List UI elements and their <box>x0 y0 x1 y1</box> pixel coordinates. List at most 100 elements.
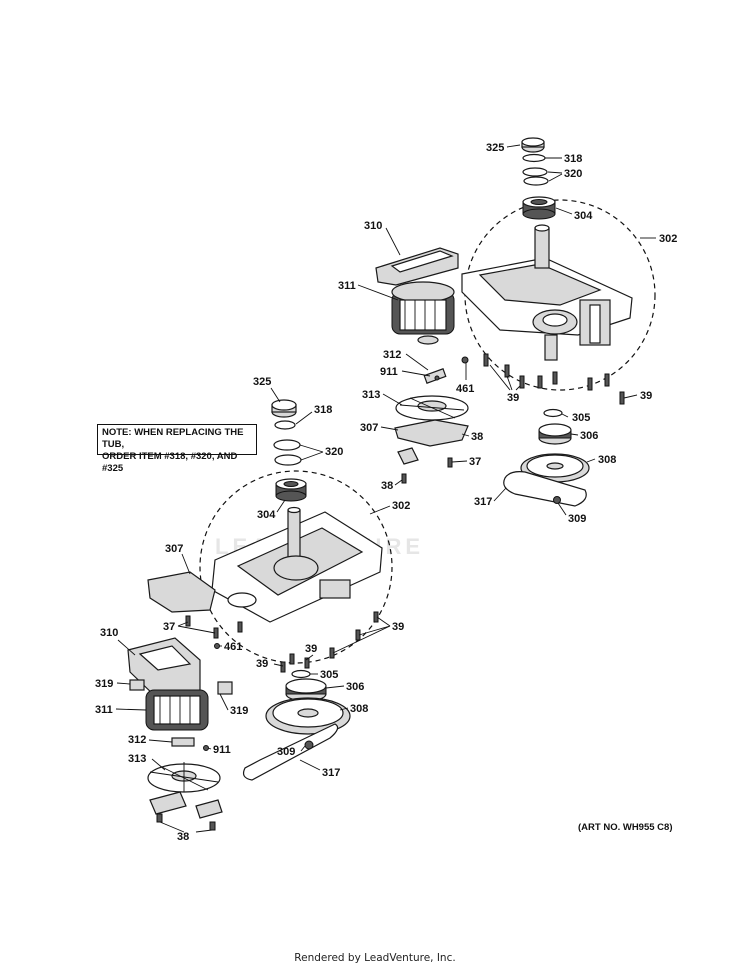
part-318-washer-upper <box>522 153 546 163</box>
callout-317-upper[interactable]: 317 <box>474 496 492 508</box>
callout-311-upper[interactable]: 311 <box>338 280 356 292</box>
callout-305-lower[interactable]: 305 <box>320 669 338 681</box>
callout-305-upper[interactable]: 305 <box>572 412 590 424</box>
part-461-screw-upper <box>461 356 469 364</box>
part-38-screw-lower-a <box>156 813 163 823</box>
part-38-clip-lower-b <box>195 799 223 819</box>
part-306-hub-lower <box>285 678 327 702</box>
footer-credit: Rendered by LeadVenture, Inc. <box>294 952 456 964</box>
callout-308-upper[interactable]: 308 <box>598 454 616 466</box>
callout-310-lower[interactable]: 310 <box>100 627 118 639</box>
callout-319-lower-a[interactable]: 319 <box>95 678 113 690</box>
part-38-screw-lower-b <box>209 821 216 831</box>
part-307-bracket-upper <box>394 419 469 447</box>
callout-312-upper[interactable]: 312 <box>383 349 401 361</box>
part-317-belt-upper <box>503 471 587 507</box>
callouts-lower: 325 318 320 304 302 307 37 461 39 39 39 … <box>95 376 410 843</box>
callout-38-upper-b[interactable]: 38 <box>381 480 393 492</box>
callout-320-upper[interactable]: 320 <box>564 168 582 180</box>
part-304-bearing-upper <box>522 196 556 220</box>
part-461-screw-lower <box>214 643 220 649</box>
callout-318-lower[interactable]: 318 <box>314 404 332 416</box>
callout-325-upper[interactable]: 325 <box>486 142 504 154</box>
detail-circle-lower <box>199 470 393 664</box>
part-305-clip-lower <box>291 669 311 679</box>
callout-325-lower[interactable]: 325 <box>253 376 271 388</box>
callout-39-lower-a[interactable]: 39 <box>392 621 404 633</box>
lower-assembly <box>127 399 393 831</box>
part-305-clip-upper <box>543 408 563 418</box>
part-307-bracket-lower <box>147 571 216 613</box>
part-39-bolt-lower-a <box>237 621 243 633</box>
part-313-fan-lower <box>147 762 221 793</box>
replacement-note: NOTE: WHEN REPLACING THE TUB, ORDER ITEM… <box>97 424 257 474</box>
part-311-motor-upper <box>391 281 455 345</box>
callout-319-lower-b[interactable]: 319 <box>230 705 248 717</box>
part-304-bearing-lower <box>275 478 307 502</box>
callout-37-lower[interactable]: 37 <box>163 621 175 633</box>
note-line-1: NOTE: WHEN REPLACING THE TUB, <box>102 427 244 450</box>
part-311-motor-lower <box>145 689 209 731</box>
callout-306-upper[interactable]: 306 <box>580 430 598 442</box>
callout-911-lower[interactable]: 911 <box>213 744 231 756</box>
callout-317-lower[interactable]: 317 <box>322 767 340 779</box>
leader-lines-lower <box>115 387 391 833</box>
callout-39-upper-b[interactable]: 39 <box>640 390 652 402</box>
callout-310-upper[interactable]: 310 <box>364 220 382 232</box>
callout-38-upper-a[interactable]: 38 <box>471 431 483 443</box>
callout-37-upper[interactable]: 37 <box>469 456 481 468</box>
part-38-clip-upper <box>397 447 419 465</box>
part-37-screw-upper <box>447 457 453 468</box>
part-39-bolts-upper <box>483 353 625 405</box>
part-302-transmission-lower <box>211 506 383 623</box>
callout-311-lower[interactable]: 311 <box>95 704 113 716</box>
note-line-2: ORDER ITEM #318, #320, AND #325 <box>102 451 238 474</box>
callout-307-lower[interactable]: 307 <box>165 543 183 555</box>
part-312-bracket-lower <box>171 737 195 747</box>
part-309-nut-lower <box>304 740 314 750</box>
callout-38-lower[interactable]: 38 <box>177 831 189 843</box>
part-320-ring-lower-b <box>274 454 302 466</box>
callout-320-lower[interactable]: 320 <box>325 446 343 458</box>
part-320-ring-lower-a <box>273 439 301 451</box>
callout-318-upper[interactable]: 318 <box>564 153 582 165</box>
callout-309-upper[interactable]: 309 <box>568 513 586 525</box>
callout-304-upper[interactable]: 304 <box>574 210 593 222</box>
part-309-nut-upper <box>553 496 561 504</box>
part-39-bolts-lower <box>280 611 379 673</box>
part-38-clip-lower-a <box>149 791 187 815</box>
part-313-fan-upper <box>395 395 469 421</box>
part-308-pulley-lower <box>265 697 351 735</box>
leader-lines-upper <box>357 144 656 516</box>
callout-312-lower[interactable]: 312 <box>128 734 146 746</box>
part-320-ring-upper-a <box>522 167 548 177</box>
callout-307-upper[interactable]: 307 <box>360 422 378 434</box>
callouts-upper: 325 318 320 304 302 310 311 312 911 461 … <box>338 142 677 525</box>
part-302-transmission-upper <box>461 224 633 361</box>
callout-39-lower-b[interactable]: 39 <box>305 643 317 655</box>
callout-313-upper[interactable]: 313 <box>362 389 380 401</box>
part-37-screw-lower-a <box>185 615 191 627</box>
part-38-screw-upper <box>401 473 407 484</box>
callout-302-lower[interactable]: 302 <box>392 500 410 512</box>
callout-313-lower[interactable]: 313 <box>128 753 146 765</box>
callout-304-lower[interactable]: 304 <box>257 509 276 521</box>
callout-461-upper[interactable]: 461 <box>456 383 474 395</box>
part-325-nut-lower <box>271 399 297 418</box>
part-318-washer-lower <box>274 420 296 430</box>
callout-309-lower[interactable]: 309 <box>277 746 295 758</box>
part-306-hub-upper <box>538 423 572 445</box>
upper-assembly <box>375 137 656 507</box>
callout-461-lower[interactable]: 461 <box>224 641 242 653</box>
callout-911-upper[interactable]: 911 <box>380 366 398 378</box>
callout-308-lower[interactable]: 308 <box>350 703 368 715</box>
callout-39-lower-c[interactable]: 39 <box>256 658 268 670</box>
part-317-belt-lower <box>242 723 339 781</box>
callout-306-lower[interactable]: 306 <box>346 681 364 693</box>
callout-39-upper-a[interactable]: 39 <box>507 392 519 404</box>
callout-302-upper[interactable]: 302 <box>659 233 677 245</box>
art-number: (ART NO. WH955 C8) <box>578 822 673 833</box>
part-911-screw-lower <box>203 745 209 751</box>
part-319-connector-b <box>217 681 233 695</box>
